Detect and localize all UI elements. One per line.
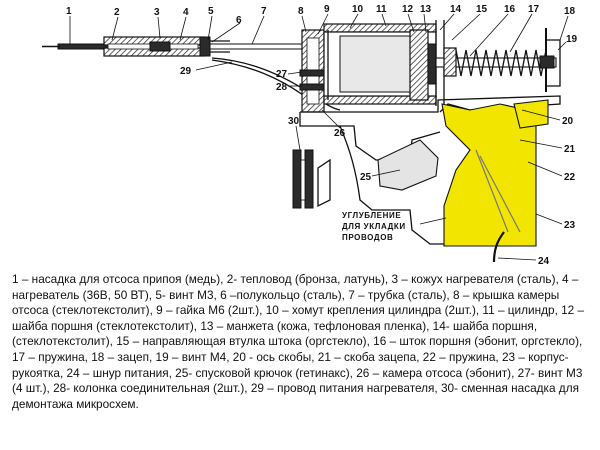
part-label: 9 [324,4,330,15]
part-label: 3 [154,7,160,18]
handle-body [441,103,537,247]
desoldering-pump-diagram: 1 2 3 4 5 6 7 8 9 10 11 12 13 14 15 16 1… [42,4,578,267]
part-label: 27 [276,69,288,80]
nozzle-assembly [42,36,331,57]
part-label: 21 [564,144,576,155]
part-label: 17 [528,4,540,15]
trigger [377,139,439,191]
part-label: 2 [114,7,120,18]
part-label: 16 [504,4,516,15]
leader-lines [69,13,569,261]
wire-groove-note: УГЛУБЛЕНИЕ ДЛЯ УКЛАДКИ ПРОВОДОВ [342,211,447,242]
note-line: ПРОВОДОВ [342,233,393,242]
part-label: 11 [376,4,387,15]
part-label: 20 [562,116,574,127]
piston-rod-spring [435,28,561,92]
part-label: 14 [450,4,462,15]
part-label: 30 [288,116,300,127]
part-label: 25 [360,172,372,183]
power-cord [492,231,505,263]
cylinder-assembly [299,20,445,113]
spare-nozzle [292,149,331,209]
part-labels: 1 2 3 4 5 6 7 8 9 10 11 12 13 14 15 16 1… [66,4,578,267]
note-line: УГЛУБЛЕНИЕ [342,211,401,220]
part-label: 15 [476,4,488,15]
note-line: ДЛЯ УКЛАДКИ [342,222,406,231]
part-label: 7 [261,6,267,17]
body-outline [300,95,561,113]
part-label: 10 [352,4,364,15]
part-label: 4 [183,7,189,18]
part-label: 24 [538,256,550,267]
part-label: 1 [66,6,72,17]
part-label: 28 [276,82,288,93]
part-label: 8 [298,6,304,17]
parts-legend: 1 – насадка для отсоса припоя (медь), 2-… [12,272,585,411]
part-label: 18 [564,6,576,17]
part-label: 6 [236,15,242,26]
part-label: 12 [402,4,414,15]
part-label: 23 [564,220,576,231]
part-label: 29 [180,66,192,77]
part-label: 5 [208,6,214,17]
part-label: 26 [334,128,346,139]
part-label: 19 [566,34,578,45]
part-label: 13 [420,4,432,15]
part-label: 22 [564,172,576,183]
